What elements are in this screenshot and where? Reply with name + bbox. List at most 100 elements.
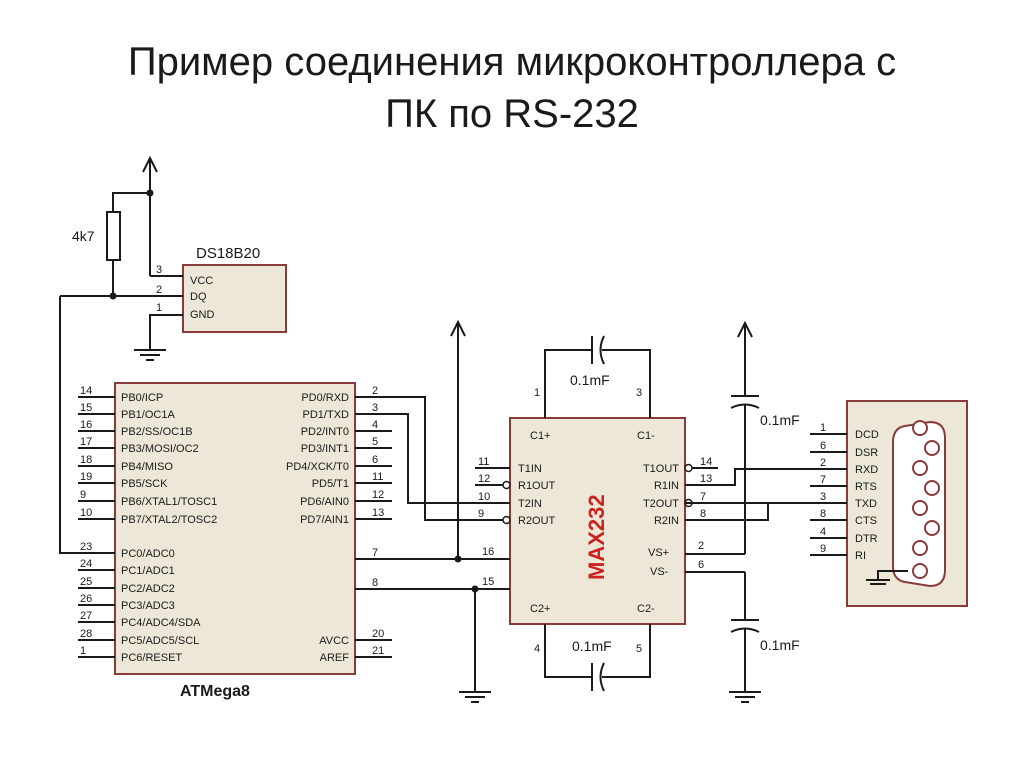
resistor-value: 4k7 <box>72 228 95 244</box>
title-line-2: ПК по RS-232 <box>385 92 639 136</box>
max232-pin-num: 10 <box>478 491 490 503</box>
atmega-pin-num: 21 <box>372 645 384 657</box>
db9-pin-num: 9 <box>820 543 826 555</box>
max232-pin-num: 4 <box>534 643 540 655</box>
power-symbol-right <box>737 320 753 343</box>
ds18b20-pin-label: DQ <box>190 291 207 303</box>
ds18b20-pin-num: 1 <box>156 302 162 314</box>
max232-chip <box>509 417 686 625</box>
db9-socket-hole <box>924 520 940 536</box>
db9-socket-hole <box>912 563 928 579</box>
db9-pin-num: 4 <box>820 526 826 538</box>
atmega-pin-num: 27 <box>80 610 92 622</box>
atmega-pin-num: 5 <box>372 436 378 448</box>
db9-socket-hole <box>924 440 940 456</box>
atmega-pin-label: PC4/ADC4/SDA <box>121 617 201 629</box>
inverter-bubble <box>684 463 693 473</box>
max232-pin-num: 5 <box>636 643 642 655</box>
max232-pin-label: R1IN <box>654 480 679 492</box>
atmega-pin-num: 3 <box>372 402 378 414</box>
atmega-pin-label: PD6/AIN0 <box>300 496 349 508</box>
atmega-pin-label: PB4/MISO <box>121 461 173 473</box>
atmega-pin-label: PD3/INT1 <box>301 443 349 455</box>
max232-pin-num: 6 <box>698 559 704 571</box>
db9-pin-num: 3 <box>820 491 826 503</box>
max232-pin-num: 9 <box>478 508 484 520</box>
atmega-pin-num: 28 <box>80 628 92 640</box>
atmega-left-pins: 14PB0/ICP15PB1/OC1A16PB2/SS/OC1B17PB3/MO… <box>78 385 217 664</box>
atmega-pin-num: 9 <box>80 489 86 501</box>
atmega-pin-num: 4 <box>372 419 378 431</box>
db9-socket-hole <box>924 480 940 496</box>
max232-vsp-label: VS+ <box>648 547 669 559</box>
atmega-pin-num: 2 <box>372 385 378 397</box>
db9-socket-hole <box>912 500 928 516</box>
db9-pin-label: DCD <box>855 429 879 441</box>
ground-symbol <box>459 691 491 703</box>
atmega-pin-label: PB5/SCK <box>121 478 168 490</box>
db9-pin-num: 2 <box>820 457 826 469</box>
inverter-bubble <box>502 480 511 490</box>
db9-pin-label: DTR <box>855 533 878 545</box>
atmega-pin-label: PC2/ADC2 <box>121 583 175 595</box>
atmega-pin-label: PC3/ADC3 <box>121 600 175 612</box>
slide-title: Пример соединения микроконтроллера с ПК … <box>0 36 1024 140</box>
atmega-pin-label: PD0/RXD <box>301 392 349 404</box>
atmega-pin-num: 6 <box>372 454 378 466</box>
max232-c1p-label: C1+ <box>530 430 551 442</box>
atmega-pin-num: 24 <box>80 558 92 570</box>
max232-pin-num: 3 <box>636 387 642 399</box>
atmega-pin-label: PC5/ADC5/SCL <box>121 635 199 647</box>
ground-symbol <box>134 349 166 361</box>
atmega-pin-num: 20 <box>372 628 384 640</box>
atmega-pin-label: AVCC <box>319 635 349 647</box>
max232-pin-num: 16 <box>482 546 494 558</box>
max232-pin-label: T1OUT <box>643 463 679 475</box>
atmega-pin-label: PD7/AIN1 <box>300 514 349 526</box>
max232-pin-num: 8 <box>700 508 706 520</box>
ds18b20-pin-num: 3 <box>156 264 162 276</box>
atmega-pin-num: 23 <box>80 541 92 553</box>
atmega-pin-label: PD5/T1 <box>312 478 349 490</box>
max232-c2m-label: C2- <box>637 603 655 615</box>
atmega-pin-num: 25 <box>80 576 92 588</box>
max232-pin-num: 7 <box>700 491 706 503</box>
db9-pin-label: RTS <box>855 481 877 493</box>
db9-pin-label: TXD <box>855 498 877 510</box>
atmega-pin-num: 1 <box>80 645 86 657</box>
junction <box>454 555 462 563</box>
max232-vsm-label: VS- <box>650 566 669 578</box>
max232-pin-num: 13 <box>700 473 712 485</box>
atmega-pin-num: 14 <box>80 385 92 397</box>
db9-pin-num: 7 <box>820 474 826 486</box>
pullup-resistor <box>106 211 121 261</box>
atmega-pin-num: 19 <box>80 471 92 483</box>
db9-pin-num: 1 <box>820 422 826 434</box>
atmega-pin-label: PD4/XCK/T0 <box>286 461 349 473</box>
atmega-pin-num: 15 <box>80 402 92 414</box>
atmega-pin-label: PB6/XTAL1/TOSC1 <box>121 496 217 508</box>
max232-pin-label: R2IN <box>654 515 679 527</box>
ground-symbol <box>866 570 908 585</box>
max232-pin-label: R2OUT <box>518 515 556 527</box>
atmega-pin-num: 8 <box>372 577 378 589</box>
db9-pin-label: DSR <box>855 447 878 459</box>
capacitor-value: 0.1mF <box>570 372 610 388</box>
atmega-pin-num: 11 <box>372 471 383 483</box>
atmega-pin-num: 10 <box>80 507 92 519</box>
atmega-pin-num: 17 <box>80 436 92 448</box>
max232-pin-num: 14 <box>700 456 712 468</box>
atmega-pin-label: PD1/TXD <box>303 409 350 421</box>
max232-c1m-label: C1- <box>637 430 655 442</box>
atmega-pin-label: PB3/MOSI/OC2 <box>121 443 199 455</box>
atmega-pin-label: PC1/ADC1 <box>121 565 175 577</box>
atmega-pin-label: PB1/OC1A <box>121 409 175 421</box>
atmega-pin-label: PD2/INT0 <box>301 426 349 438</box>
inverter-bubble <box>502 515 511 525</box>
max232-pin-num: 1 <box>534 387 540 399</box>
ds18b20-chip <box>182 264 287 333</box>
atmega-pin-label: PB2/SS/OC1B <box>121 426 193 438</box>
